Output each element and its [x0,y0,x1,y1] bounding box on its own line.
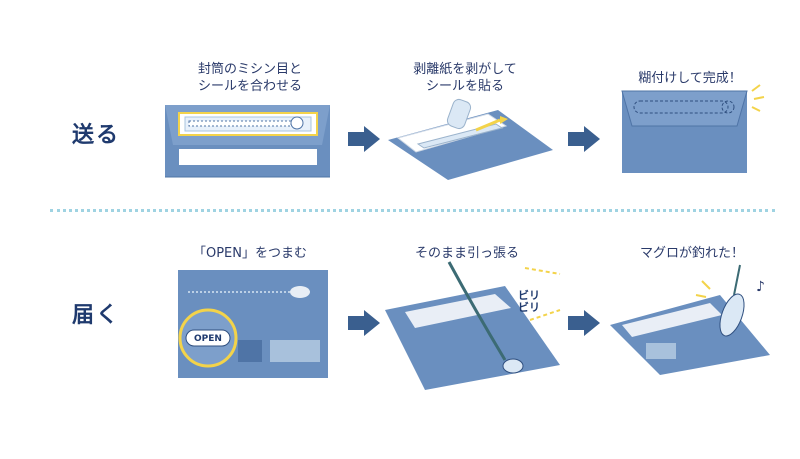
step-caption-receive-1: 「OPEN」をつまむ [192,246,307,261]
step-caption-send-1: 封筒のミシン目と シールを合わせる [197,62,302,94]
step-caption-send-3: 糊付けして完成！ [638,71,742,86]
send-row-label: 送る [72,123,121,148]
pull-tab-illustration [385,261,561,390]
step-caption-receive-2: そのまま引っ張る [414,246,519,261]
sfx-text: ビリビリ [518,289,540,314]
receive-row-label: 届く [72,303,121,328]
peel-liner-illustration [388,98,553,180]
step-caption-send-2: 剥離紙を剥がして シールを貼る [413,62,517,94]
section-divider [50,209,775,212]
step-caption-receive-3: マグロが釣れた！ [639,246,744,261]
arrow-send-1 [348,126,380,152]
arrow-send-2 [568,126,600,152]
fish-caught-illustration: ♪ [610,264,770,375]
sealed-envelope-illustration [621,84,765,173]
arrow-receive-1 [348,310,380,336]
arrow-receive-2 [568,310,600,336]
envelope-seal-align-illustration [165,105,330,178]
svg-text:♪: ♪ [756,279,765,295]
envelope-open-tab-illustration [178,270,328,378]
open-tab-badge: OPEN [194,334,222,344]
